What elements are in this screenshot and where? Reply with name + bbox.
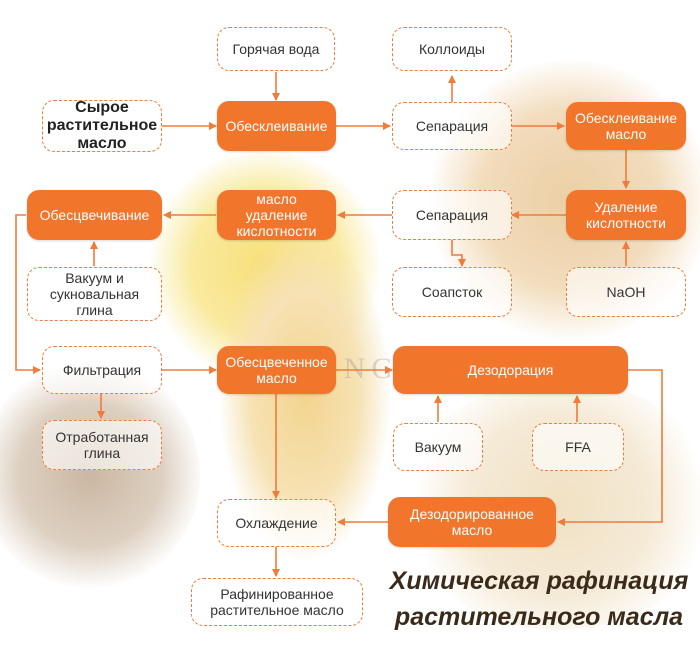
- node-soapstock: Соапсток: [392, 267, 512, 317]
- node-degumming: Обесклеивание: [217, 101, 336, 151]
- node-deodorization: Дезодорация: [393, 346, 628, 394]
- node-naoh: NaOH: [566, 267, 686, 317]
- diagram-title: Химическая рафинация растительного масла: [389, 567, 689, 631]
- node-deodorized-oil: Дезодорированное масло: [388, 497, 556, 547]
- node-vacuum-clay: Вакуум и сукновальная глина: [27, 267, 162, 321]
- node-separation-1: Сепарация: [392, 102, 512, 150]
- node-degummed-oil: Обесклеивание масло: [566, 102, 686, 150]
- node-ffa: FFA: [532, 423, 624, 471]
- node-filtration: Фильтрация: [42, 346, 162, 394]
- node-spent-clay: Отработанная глина: [42, 420, 162, 470]
- node-vacuum: Вакуум: [393, 423, 483, 471]
- olive-shape: [0, 360, 200, 590]
- node-colloids: Коллоиды: [392, 27, 512, 71]
- node-refined-oil: Рафинированное растительное масло: [191, 578, 363, 626]
- node-cooling: Охлаждение: [217, 499, 336, 547]
- node-crude-oil: Сырое растительное масло: [42, 99, 162, 152]
- node-neutralization: Удаление кислотности: [566, 190, 686, 240]
- node-bleached-oil: Обесцвеченное масло: [217, 346, 336, 394]
- node-deacidified-oil: масло удаление кислотности: [217, 190, 336, 240]
- node-separation-2: Сепарация: [392, 190, 512, 240]
- node-hot-water: Горячая вода: [217, 27, 335, 71]
- node-bleaching: Обесцвечивание: [27, 190, 162, 240]
